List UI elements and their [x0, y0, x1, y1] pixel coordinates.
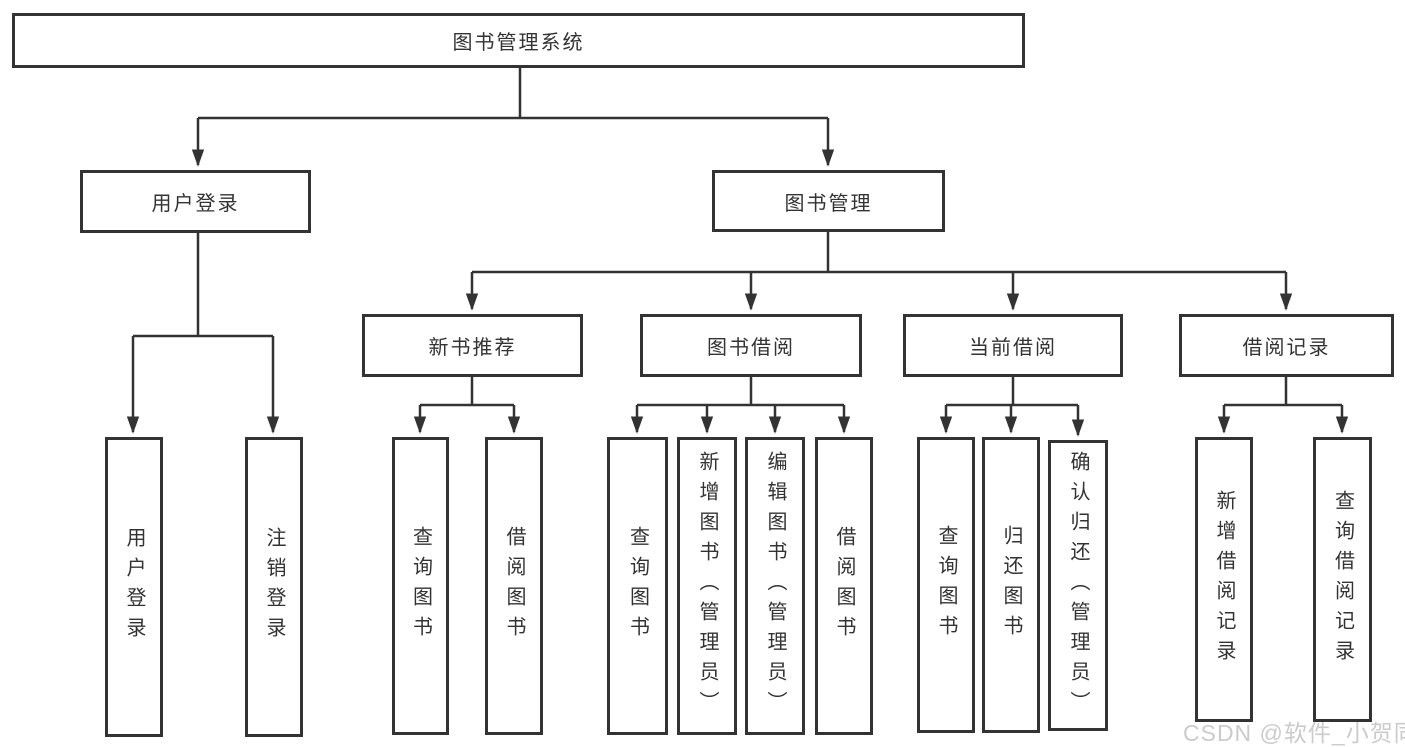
leaf-query-book-1: 查询图书	[392, 437, 449, 735]
leaf-logout: 注销登录	[245, 437, 303, 737]
node-book-management: 图书管理	[712, 170, 945, 232]
node-user-login: 用户登录	[80, 170, 311, 233]
node-borrow-record: 借阅记录	[1179, 314, 1394, 377]
csdn-watermark: CSDN @软件_小贺同学	[1183, 720, 1405, 746]
leaf-borrow-book-2: 借阅图书	[815, 437, 873, 735]
leaf-add-borrow-record: 新增借阅记录	[1195, 437, 1253, 722]
leaf-user-login: 用户登录	[105, 437, 163, 737]
leaf-return-book: 归还图书	[982, 437, 1040, 733]
node-book-borrow: 图书借阅	[640, 314, 862, 377]
leaf-borrow-book-1: 借阅图书	[485, 437, 543, 735]
leaf-query-book-2: 查询图书	[607, 437, 668, 735]
node-new-book-recommend: 新书推荐	[362, 314, 583, 377]
leaf-add-book-admin: 新增图书（管理员）	[677, 437, 737, 735]
leaf-edit-book-admin: 编辑图书（管理员）	[745, 437, 805, 735]
leaf-confirm-return-admin: 确认归还（管理员）	[1048, 440, 1108, 731]
node-current-borrow: 当前借阅	[903, 314, 1123, 377]
leaf-query-book-3: 查询图书	[917, 437, 975, 733]
leaf-query-borrow-record: 查询借阅记录	[1313, 437, 1372, 722]
node-library-management-system: 图书管理系统	[12, 13, 1025, 68]
